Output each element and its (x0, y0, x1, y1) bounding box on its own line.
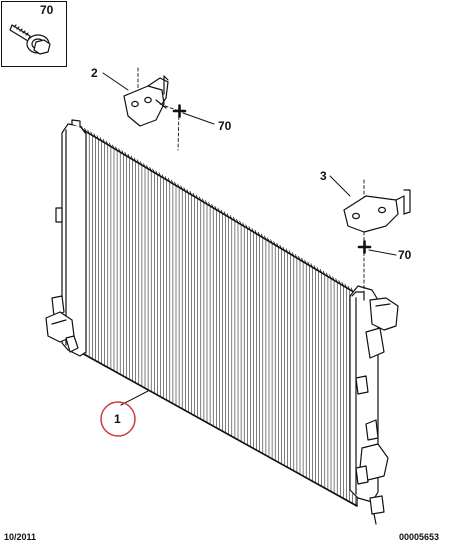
upper-mounting-bracket (123, 67, 169, 127)
radiator-right-tank (349, 285, 399, 525)
highlight-circle (100, 401, 136, 437)
callout-inset-fastener: 70 (40, 3, 54, 17)
radiator-top-fins (81, 125, 357, 294)
radiator-core (79, 127, 358, 507)
callout-upper-fastener: 70 (218, 119, 232, 133)
callout-leader-lines (102, 72, 397, 406)
callout-lower-fastener: 70 (398, 248, 412, 262)
callout-radiator: 1 (114, 412, 121, 426)
callout-lower-bracket: 3 (320, 169, 327, 183)
assembly-guide-lines (159, 103, 365, 293)
callout-upper-bracket: 2 (91, 66, 98, 80)
screw-with-washer-icon (9, 24, 51, 55)
footer-reference: 00005653 (399, 532, 440, 542)
footer-date: 10/2011 (4, 532, 37, 542)
radiator-left-tank (45, 119, 87, 357)
fastener-inset-box (1, 1, 67, 67)
plus-fastener-icon (357, 240, 372, 254)
lower-mounting-bracket (343, 179, 411, 233)
plus-fastener-icon (172, 104, 187, 118)
